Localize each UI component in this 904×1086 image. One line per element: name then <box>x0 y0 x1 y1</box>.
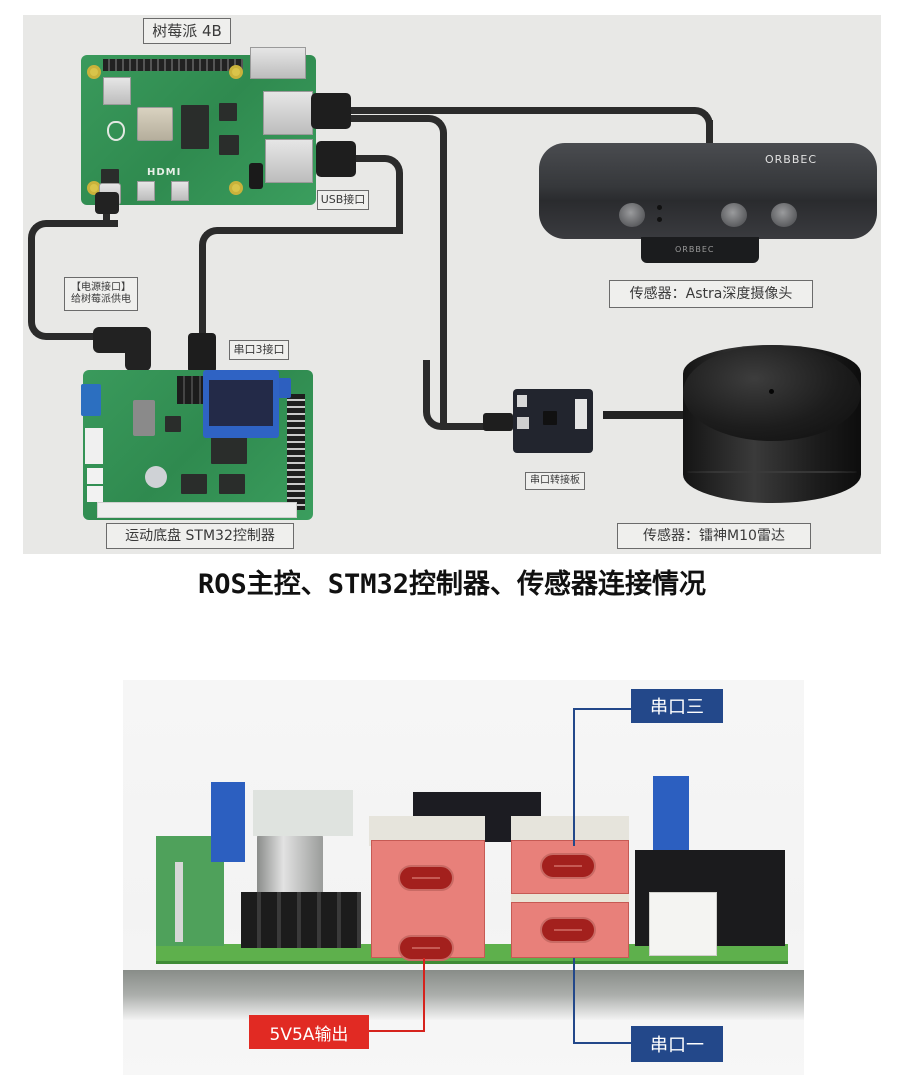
usb-cable-uart3 <box>323 155 403 233</box>
usb-plug-lower <box>316 141 356 177</box>
uart-usb-plug <box>483 413 513 431</box>
usb-c-slot-icon <box>540 853 596 879</box>
label-usb-port: USB接口 <box>317 190 369 210</box>
callout-5v5a-output: 5V5A输出 <box>249 1015 369 1049</box>
label-power-port-line1: 【电源接口】 <box>71 282 131 293</box>
callout-uart1: 串口一 <box>631 1026 723 1062</box>
label-uart-adapter: 串口转接板 <box>525 472 585 490</box>
usb-c-slot-icon <box>398 935 454 961</box>
usb-c-slot-icon <box>540 917 596 943</box>
label-power-port: 【电源接口】 给树莓派供电 <box>64 277 138 311</box>
camera-stand-brand-text: ORBBEC <box>675 245 715 254</box>
raspberry-logo-icon <box>107 121 125 141</box>
uart3-usb-port <box>511 840 629 894</box>
jst-connector <box>649 892 717 956</box>
label-raspberry-pi: 树莓派 4B <box>143 18 231 44</box>
oled-display <box>203 370 279 438</box>
usb-cable-uart3-down <box>199 255 206 345</box>
usb2-port <box>265 139 313 183</box>
ethernet-port <box>250 47 306 79</box>
usb-cable-adapter <box>343 115 447 427</box>
label-uart3-port: 串口3接口 <box>229 340 289 360</box>
connection-diagram-photo: HDMI 树莓派 4B USB接口 【电源接口】 给树莓派供电 串口3接口 <box>23 15 881 554</box>
usb-c-power-plug <box>95 192 119 214</box>
stm32-ports-photo: 串口三 串口一 5V5A输出 <box>123 680 804 1075</box>
label-stm32-controller: 运动底盘 STM32控制器 <box>106 523 294 549</box>
camera-brand-text: ORBBEC <box>765 153 818 166</box>
label-power-port-line2: 给树莓派供电 <box>71 294 131 305</box>
label-lidar: 传感器：镭神M10雷达 <box>617 523 811 549</box>
callout-uart3: 串口三 <box>631 689 723 723</box>
m10-lidar <box>683 345 861 503</box>
uart3-plug <box>188 333 216 373</box>
pin-header <box>241 892 361 948</box>
uart1-usb-port <box>511 902 629 958</box>
potentiometer-left <box>211 782 245 862</box>
power-cable <box>28 220 118 340</box>
astra-depth-camera: ORBBEC <box>539 143 877 239</box>
usb3-port <box>263 91 313 135</box>
potentiometer-right <box>653 776 689 856</box>
uart-adapter-board <box>513 389 593 453</box>
usb-plug-upper <box>311 93 351 129</box>
usb-c-slot-icon <box>398 865 454 891</box>
power-output-usb-ports <box>371 840 485 961</box>
hdmi-text: HDMI <box>147 167 182 178</box>
lidar-cable <box>603 411 683 419</box>
camera-stand: ORBBEC <box>641 237 759 263</box>
label-astra-camera: 传感器：Astra深度摄像头 <box>609 280 813 308</box>
board-shadow <box>123 970 804 1020</box>
stm32-controller-board <box>81 370 313 520</box>
usb-cable-uart3-mid <box>199 227 403 267</box>
camera-cable-drop <box>706 120 713 160</box>
usb-cable-adapter-bottom <box>423 360 503 430</box>
figure-caption: ROS主控、STM32控制器、传感器连接情况 <box>197 569 707 600</box>
